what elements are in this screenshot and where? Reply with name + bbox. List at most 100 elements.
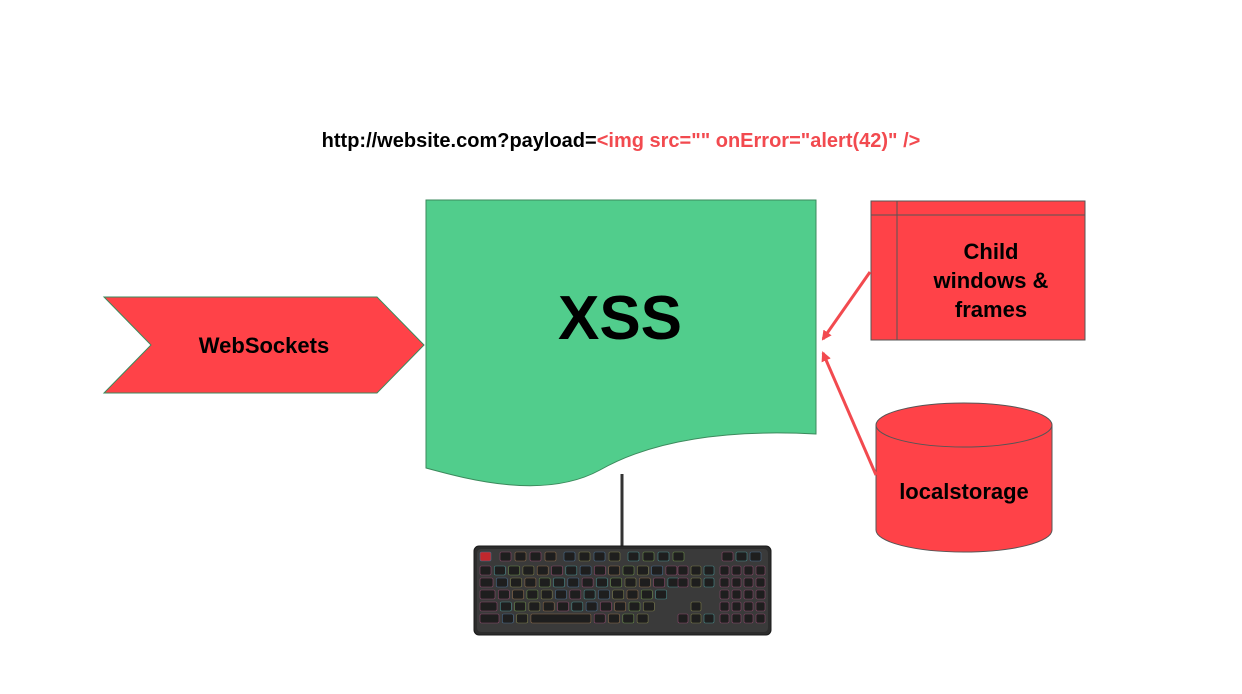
keyboard-key (642, 601, 655, 612)
keyboard-key (544, 551, 557, 562)
keyboard-key (508, 565, 520, 576)
keyboard-key (608, 551, 621, 562)
keyboard-key (479, 551, 492, 562)
keyboard-key (557, 601, 569, 612)
keyboard-key (514, 601, 526, 612)
keyboard-key (600, 601, 612, 612)
keyboard-key (755, 577, 766, 588)
payload-url: http://website.com?payload=<img src="" o… (0, 130, 1242, 153)
keyboard-key (638, 577, 651, 588)
keyboard-key (608, 565, 621, 576)
keyboard-key (514, 551, 527, 562)
keyboard-key (731, 613, 742, 624)
keyboard-key (510, 577, 522, 588)
keyboard-key (731, 601, 742, 612)
keyboard-key (493, 565, 506, 576)
keyboard-key (636, 565, 649, 576)
keyboard-key (563, 551, 576, 562)
keyboard-key (553, 577, 565, 588)
keyboard-key (538, 577, 551, 588)
keyboard-key (571, 601, 584, 612)
keyboard-key (585, 601, 598, 612)
keyboard-key (479, 613, 500, 624)
keyboard-key (719, 601, 730, 612)
child-windows-line-1: Child (964, 239, 1019, 264)
keyboard-key (749, 551, 762, 562)
keyboard-key (565, 565, 578, 576)
keyboard-key (594, 565, 606, 576)
keyboard-key (690, 565, 702, 576)
keyboard-key (555, 589, 567, 600)
keyboard-key (516, 613, 528, 624)
keyboard-key (581, 577, 594, 588)
localstorage-arrow (821, 351, 878, 476)
keyboard-key (721, 551, 734, 562)
keyboard-key (755, 565, 766, 576)
keyboard-key (479, 601, 498, 612)
keyboard-key (703, 565, 715, 576)
keyboard-key (677, 577, 689, 588)
keyboard-key (743, 565, 754, 576)
xss-document: XSS (425, 199, 817, 487)
keyboard-key (479, 565, 492, 576)
websockets-shape: WebSockets (102, 296, 425, 394)
keyboard-key (495, 577, 508, 588)
keyboard-key (653, 577, 665, 588)
websockets-label: WebSockets (199, 333, 329, 358)
keyboard-key (499, 551, 512, 562)
keyboard-key (479, 577, 494, 588)
keyboard-key (655, 589, 667, 600)
keyboard-key (690, 613, 702, 624)
keyboard-key (755, 601, 766, 612)
xss-label: XSS (558, 284, 682, 353)
keyboard-key (622, 565, 635, 576)
keyboard-key (642, 551, 655, 562)
keyboard-key (540, 589, 553, 600)
keyboard-key (622, 613, 635, 624)
child-windows-arrow (821, 271, 872, 341)
keyboard-key (624, 577, 637, 588)
keyboard-key (596, 577, 608, 588)
keyboard-key (598, 589, 610, 600)
keyboard-key (719, 589, 730, 600)
keyboard-key (612, 589, 625, 600)
keyboard-key (530, 613, 592, 624)
keyboard-key (526, 589, 539, 600)
keyboard-key (579, 565, 592, 576)
keyboard-key (755, 613, 766, 624)
keyboard-key (719, 577, 730, 588)
keyboard-key (677, 613, 689, 624)
keyboard-key (731, 589, 742, 600)
keyboard-key (735, 551, 748, 562)
keyboard-key (667, 577, 680, 588)
keyboard-key (703, 613, 715, 624)
keyboard-key (672, 551, 685, 562)
keyboard-key (665, 565, 678, 576)
keyboard-key (583, 589, 596, 600)
keyboard-key (608, 613, 620, 624)
keyboard-key (610, 577, 623, 588)
keyboard-key (690, 577, 702, 588)
keyboard-key (551, 565, 563, 576)
keyboard-key (743, 613, 754, 624)
child-windows-line-3: frames (955, 297, 1027, 322)
keyboard-key (755, 589, 766, 600)
keyboard-key (542, 601, 555, 612)
keyboard-key (636, 613, 649, 624)
keyboard-key (743, 577, 754, 588)
keyboard-key (614, 601, 627, 612)
child-windows-line-2: windows & (933, 268, 1049, 293)
keyboard-key (657, 551, 670, 562)
keyboard-key (626, 589, 639, 600)
localstorage-cylinder: localstorage (875, 402, 1053, 553)
keyboard-key (501, 613, 514, 624)
keyboard-key (677, 565, 689, 576)
keyboard-key (743, 601, 754, 612)
keyboard-key (522, 565, 535, 576)
url-prefix: http://website.com?payload= (321, 130, 597, 152)
keyboard-key (640, 589, 653, 600)
child-windows-box: Child windows & frames (870, 200, 1086, 341)
keyboard-key (479, 589, 496, 600)
keyboard-key (719, 565, 730, 576)
